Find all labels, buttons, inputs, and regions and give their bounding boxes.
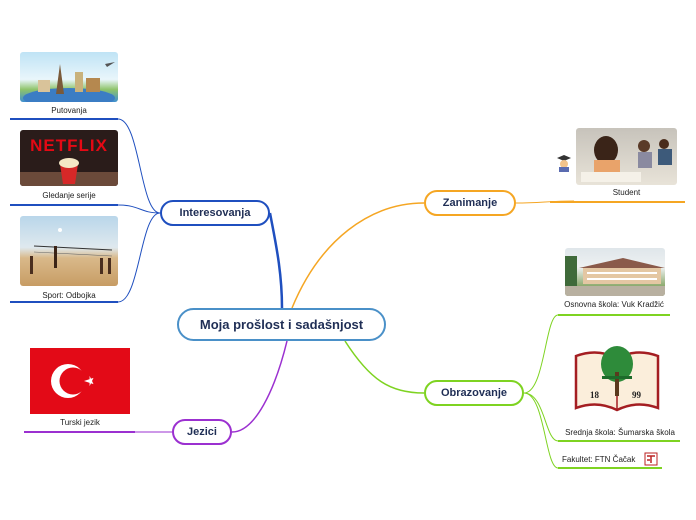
ftn-logo-icon [644,452,658,471]
topic-interesovanja[interactable]: Interesovanja [160,200,270,226]
emblem-year-left: 18 [590,390,599,400]
topic-interesovanja-label: Interesovanja [179,207,251,219]
school-image [565,248,665,296]
volleyball-image [20,216,118,286]
leaf-fakultet[interactable]: Fakultet: FTN Čačak [562,455,636,464]
topic-jezici-label: Jezici [187,426,217,438]
leaf-gledanje-serije[interactable]: Gledanje serije [42,191,96,200]
netflix-image: NETFLIX [20,130,118,186]
forestry-school-emblem: 18 99 [572,336,662,416]
topic-zanimanje-label: Zanimanje [442,197,498,209]
emblem-year-right: 99 [632,390,641,400]
topic-zanimanje[interactable]: Zanimanje [424,190,516,216]
travel-image [20,52,118,102]
topic-obrazovanje[interactable]: Obrazovanje [424,380,524,406]
graduate-icon [556,154,572,177]
netflix-logo: NETFLIX [30,136,108,155]
turkish-flag-image [30,348,130,414]
leaf-srednja-skola[interactable]: Srednja škola: Šumarska škola [565,428,675,437]
leaf-student[interactable]: Student [612,188,641,197]
leaf-sport-odbojka[interactable]: Sport: Odbojka [42,291,96,300]
leaf-osnovna-skola[interactable]: Osnovna škola: Vuk Kradžić [564,300,664,309]
central-topic-label: Moja prošlost i sadašnjost [199,317,364,332]
student-image [576,128,677,185]
central-topic[interactable]: Moja prošlost i sadašnjost [177,308,386,341]
topic-obrazovanje-label: Obrazovanje [440,387,508,399]
leaf-turski-jezik[interactable]: Turski jezik [60,418,100,427]
leaf-putovanja[interactable]: Putovanja [51,106,87,115]
topic-jezici[interactable]: Jezici [172,419,232,445]
